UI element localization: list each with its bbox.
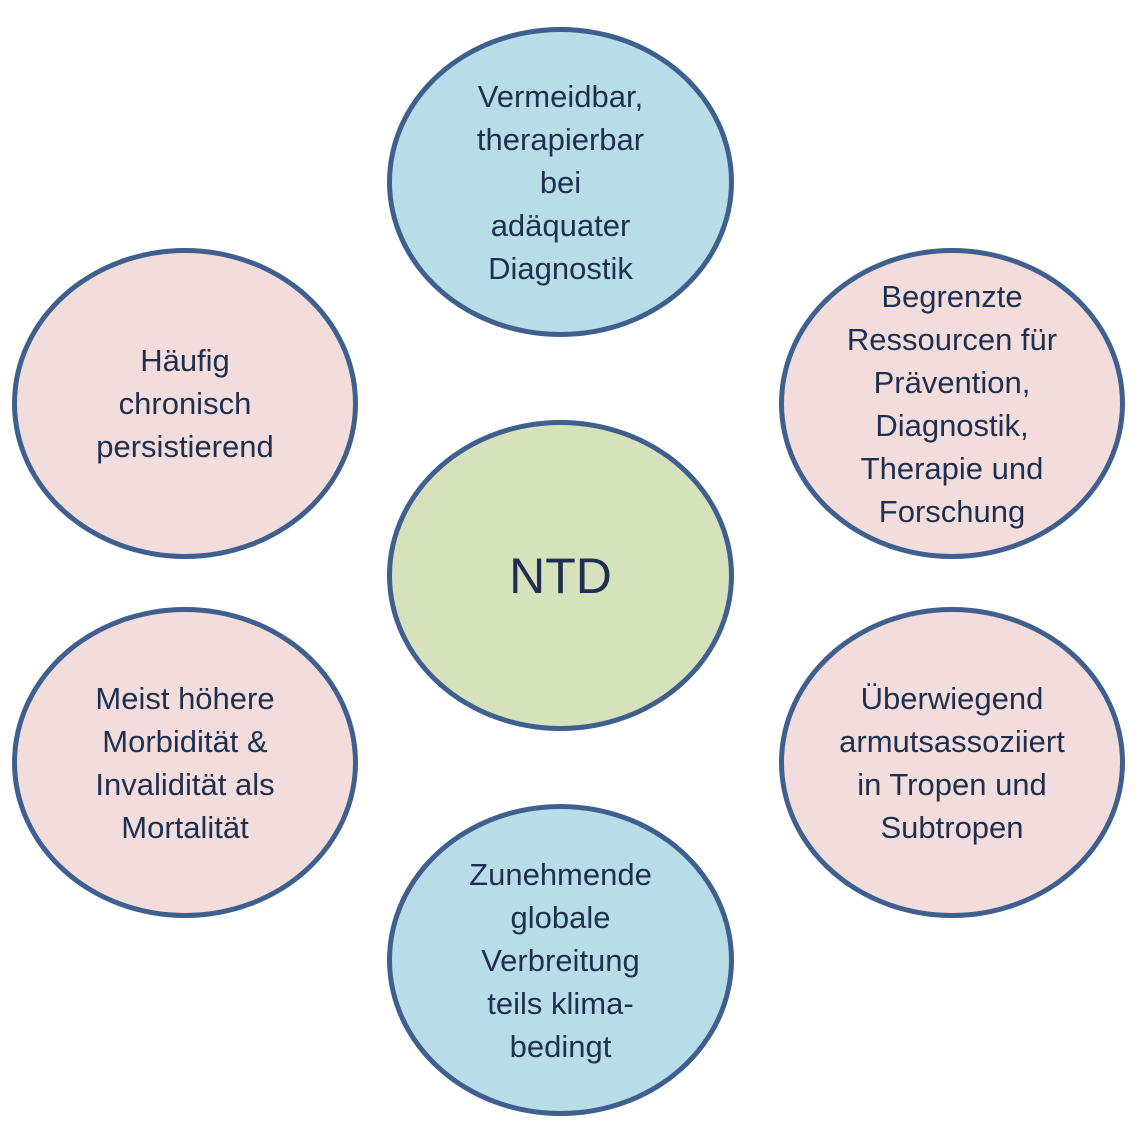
node-center-ntd: NTD bbox=[387, 420, 734, 731]
node-label: Vermeidbar, therapierbar bei adäquater D… bbox=[476, 78, 645, 286]
node-label: Begrenzte Ressourcen für Prävention, Dia… bbox=[846, 278, 1058, 529]
node-top-vermeidbar: Vermeidbar, therapierbar bei adäquater D… bbox=[387, 27, 734, 337]
node-left-haeufig-chronisch: Häufig chronisch persistierend bbox=[12, 248, 358, 559]
node-bottom-right-armutsassoziiert: Überwiegend armutsassoziiert in Tropen u… bbox=[779, 607, 1125, 918]
node-right-begrenzte-ressourcen: Begrenzte Ressourcen für Prävention, Dia… bbox=[779, 248, 1125, 559]
node-bottom-verbreitung: Zunehmende globale Verbreitung teils kli… bbox=[387, 804, 734, 1116]
node-label: Meist höhere Morbidität & Invalidität al… bbox=[95, 680, 275, 845]
node-bottom-left-morbiditaet: Meist höhere Morbidität & Invalidität al… bbox=[12, 607, 358, 918]
node-label: Überwiegend armutsassoziiert in Tropen u… bbox=[839, 680, 1065, 845]
center-label: NTD bbox=[509, 547, 612, 604]
node-label: Zunehmende globale Verbreitung teils kli… bbox=[469, 856, 652, 1064]
node-label: Häufig chronisch persistierend bbox=[96, 343, 274, 464]
